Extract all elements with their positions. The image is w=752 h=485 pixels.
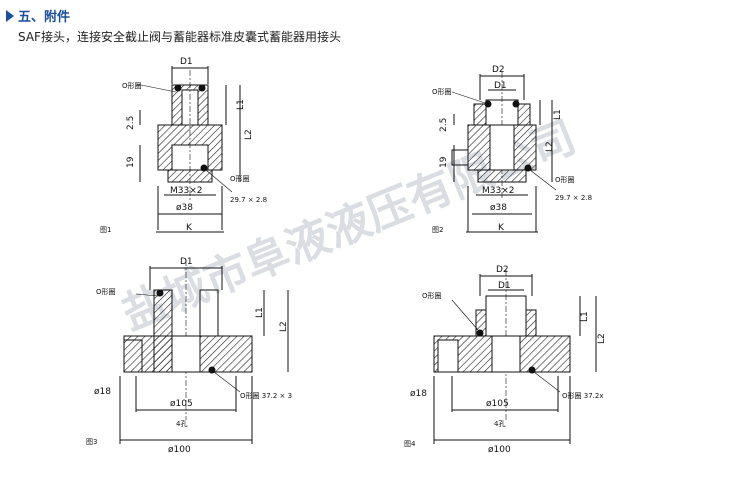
fig3-d1-label: D1 [180, 257, 193, 267]
fig1-d1-label: D1 [180, 57, 193, 67]
figure-1 [135, 66, 241, 233]
fig4-oring-top-label: O形圈 [422, 292, 442, 300]
fig4-dia18-label: ø18 [410, 389, 427, 399]
figure-4 [433, 270, 597, 444]
fig2-dia38-label: ø38 [490, 203, 507, 213]
section-marker-icon [6, 9, 14, 22]
fig2-oring-bottom-label: O形圈 [555, 176, 575, 184]
fig2-2-5-label: 2.5 [439, 118, 449, 132]
fig4-dia105-label: ø105 [486, 399, 509, 409]
fig1-caption: 图1 [100, 226, 111, 234]
fig4-d1-label: D1 [498, 281, 511, 291]
fig2-caption: 图2 [432, 226, 443, 234]
section-title: 五、附件 [6, 6, 70, 25]
fig3-oring-top-label: O形圈 [96, 288, 116, 296]
fig2-thread-label: M33×2 [482, 186, 514, 196]
fig3-oring-bottom-label: O形圈 37.2 × 3 [240, 392, 292, 400]
fig1-k-label: K [186, 223, 193, 233]
section-title-text: 五、附件 [18, 10, 71, 25]
fig4-l1-label: L1 [580, 311, 590, 322]
fig2-oring-size-label: 29.7 × 2.8 [555, 194, 592, 202]
fig3-holes-label: 4孔 [176, 420, 187, 428]
fig1-dia38-label: ø38 [176, 203, 193, 213]
fig4-dia100-label: ø100 [488, 445, 511, 455]
fig2-l1-label: L1 [553, 109, 563, 120]
fig4-l2-label: L2 [597, 333, 607, 344]
figure-3 [119, 260, 289, 444]
fig1-l2-label: L2 [244, 129, 254, 140]
fig1-2-5-label: 2.5 [126, 116, 136, 130]
fig3-caption: 图3 [86, 438, 97, 446]
fig2-d1-label: D1 [494, 81, 507, 91]
fig1-19-label: 19 [126, 156, 136, 168]
fig1-l1-label: L1 [236, 99, 246, 110]
fig3-l2-label: L2 [279, 321, 289, 332]
fig2-19-label: 19 [439, 156, 449, 168]
fig3-l1-label: L1 [255, 307, 265, 318]
fig4-holes-label: 4孔 [494, 420, 505, 428]
fig2-k-label: K [498, 223, 505, 233]
fig1-oring-top-label: O形圈 [122, 82, 142, 90]
fig2-oring-top-label: O形圈 [432, 88, 452, 96]
fig4-oring-bottom-label: O形圈 37.2x [562, 392, 603, 400]
fig3-dia18-label: ø18 [94, 387, 111, 397]
fig4-d2-label: D2 [496, 265, 509, 275]
fig1-oring-bottom-label: O形圈 [230, 175, 250, 183]
fig1-thread-label: M33×2 [170, 186, 202, 196]
fig2-l2-label: L2 [545, 141, 555, 152]
fig2-d2-label: D2 [492, 65, 505, 75]
fig3-dia100-label: ø100 [168, 445, 191, 455]
figure-2 [451, 72, 557, 233]
fig1-oring-size-label: 29.7 × 2.8 [230, 196, 267, 204]
fig3-dia105-label: ø105 [170, 399, 193, 409]
section-description: SAF接头，连接安全截止阀与蓄能器标准皮囊式蓄能器用接头 [18, 30, 341, 44]
fig4-caption: 图4 [404, 440, 416, 448]
